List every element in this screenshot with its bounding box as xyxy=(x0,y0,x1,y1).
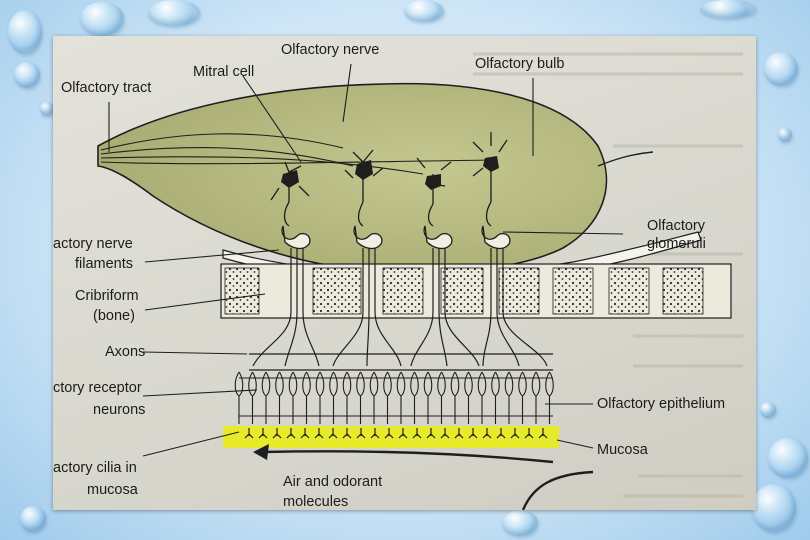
water-drop-decoration xyxy=(20,506,46,532)
water-drop-decoration xyxy=(502,510,538,536)
label-receptor-neurons: neurons xyxy=(93,402,145,418)
airflow-arrow xyxy=(263,451,553,462)
water-drop-decoration xyxy=(760,402,776,418)
water-drop-decoration xyxy=(404,0,444,22)
water-drop-decoration xyxy=(40,102,54,116)
olfactory-bulb-shape xyxy=(98,84,606,273)
label-nerve-filaments: actory nerve xyxy=(53,236,133,252)
label-nerve-filaments: filaments xyxy=(75,256,133,272)
label-olfactory-glomeruli: Olfactory xyxy=(647,218,706,234)
diagram-photo: Olfactory tract Mitral cell Olfactory ne… xyxy=(53,36,756,510)
label-air-odorant: molecules xyxy=(283,494,348,510)
receptor-neurons xyxy=(235,372,553,424)
label-cribriform: Cribriform xyxy=(75,288,139,304)
olfactory-diagram: Olfactory tract Mitral cell Olfactory ne… xyxy=(53,36,756,510)
label-olfactory-epithelium: Olfactory epithelium xyxy=(597,396,725,412)
label-receptor-neurons: ctory receptor xyxy=(53,380,142,396)
epithelium-lines xyxy=(239,378,553,416)
water-drop-decoration xyxy=(764,52,798,86)
label-cilia: actory cilia in xyxy=(53,460,137,476)
olfactory-tract-lines xyxy=(598,152,653,166)
water-drop-decoration xyxy=(778,128,792,142)
water-drop-decoration xyxy=(752,484,796,532)
label-olfactory-nerve: Olfactory nerve xyxy=(281,42,379,58)
water-drop-decoration xyxy=(14,62,40,88)
label-mitral-cell: Mitral cell xyxy=(193,64,254,80)
label-cribriform: (bone) xyxy=(93,308,135,324)
water-drop-decoration xyxy=(80,2,124,36)
label-olfactory-bulb: Olfactory bulb xyxy=(475,56,564,72)
label-mucosa: Mucosa xyxy=(597,442,649,458)
water-drop-decoration xyxy=(148,0,200,26)
label-olfactory-glomeruli: glomeruli xyxy=(647,236,706,252)
label-air-odorant: Air and odorant xyxy=(283,474,382,490)
label-olfactory-tract: Olfactory tract xyxy=(61,80,151,96)
water-drop-decoration xyxy=(768,438,808,478)
water-drop-decoration xyxy=(700,0,756,18)
airflow-arrow xyxy=(523,472,593,510)
water-drop-decoration xyxy=(8,10,42,54)
label-axons: Axons xyxy=(105,344,145,360)
label-cilia: mucosa xyxy=(87,482,139,498)
